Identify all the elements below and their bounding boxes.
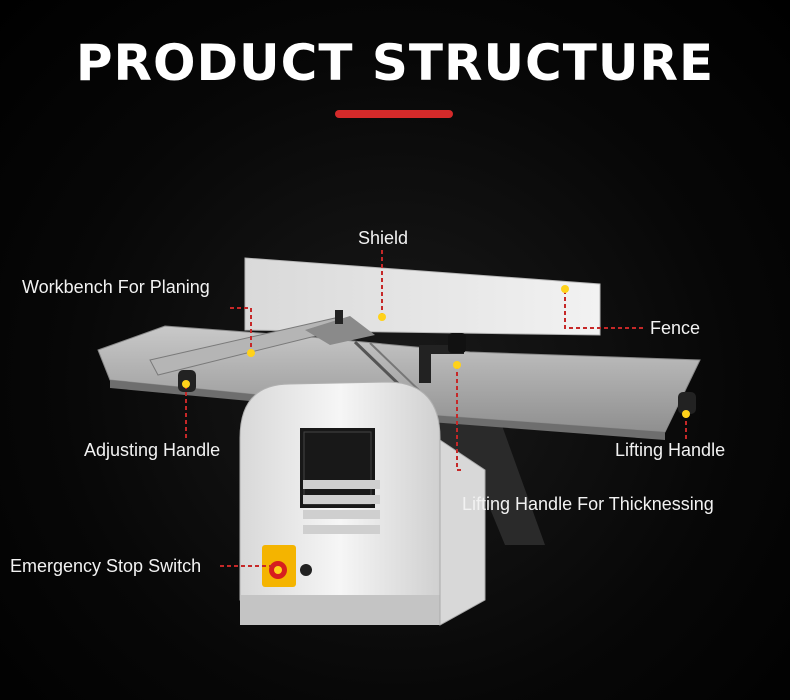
label-shield: Shield [358,228,409,248]
emergency-stop-box [262,545,296,587]
shield-marker [378,313,386,321]
callout-markers [182,285,690,574]
label-adjusting-handle: Adjusting Handle [84,440,221,460]
label-lifting-handle-for-thicknessing: Lifting Handle For Thicknessing [462,494,714,514]
fence-guide-arm [149,310,375,376]
thickness-handle-marker [453,361,461,369]
fence-plate [244,257,601,336]
knob-right [678,392,696,414]
label-lifting-handle: Lifting Handle [615,440,726,460]
thickness-handle [419,333,466,383]
lifting-handle-marker [682,410,690,418]
label-emergency-stop-switch: Emergency Stop Switch [10,556,202,576]
leader-lines [185,250,687,567]
label-workbench-for-planing: Workbench For Planing [22,277,210,297]
fence-marker [561,285,569,293]
title-underline [335,110,453,118]
label-fence: Fence [650,318,701,338]
emergency-stop-marker [274,566,282,574]
workbench-marker [247,349,255,357]
page-title: PRODUCT STRUCTURE [75,34,715,92]
adjusting-handle-marker [182,380,190,388]
